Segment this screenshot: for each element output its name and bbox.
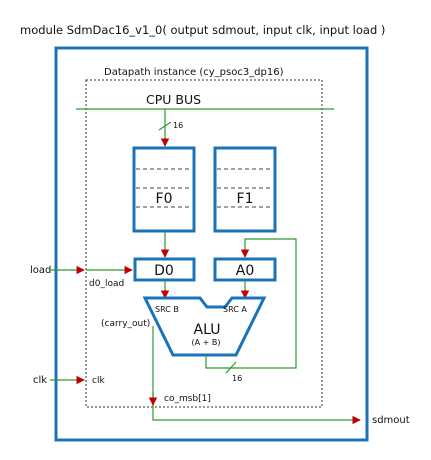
port-clk-label: clk bbox=[33, 375, 47, 386]
alu-block bbox=[142, 296, 267, 357]
fifo-f1-label: F1 bbox=[237, 191, 254, 207]
module-signature: module SdmDac16_v1_0( output sdmout, inp… bbox=[20, 23, 385, 37]
d0-load-label: d0_load bbox=[89, 279, 124, 289]
co-msb-label: co_msb[1] bbox=[164, 394, 211, 404]
alu-src-b-label: SRC B bbox=[155, 305, 179, 314]
register-d0 bbox=[133, 257, 196, 282]
alu-feedback-wire bbox=[205, 238, 297, 369]
fifo-f1 bbox=[213, 146, 277, 233]
fifo-f0-label: F0 bbox=[156, 191, 173, 207]
carry-to-sdmout-wire bbox=[152, 326, 361, 425]
register-a0-label: A0 bbox=[236, 263, 254, 279]
datapath-boundary bbox=[85, 79, 323, 408]
feedback-width-tick bbox=[225, 361, 237, 374]
alu-sub-label: (A + B) bbox=[192, 338, 221, 347]
bus-width-label: 16 bbox=[173, 121, 183, 130]
alu-src-a-label: SRC A bbox=[223, 305, 247, 314]
datapath-title: Datapath instance (cy_psoc3_dp16) bbox=[104, 67, 284, 78]
bus-width-tick bbox=[158, 121, 172, 131]
register-d0-label: D0 bbox=[154, 263, 174, 279]
feedback-width-label: 16 bbox=[232, 374, 242, 383]
module-boundary bbox=[54, 46, 369, 442]
internal-clk-label: clk bbox=[92, 376, 105, 386]
port-sdmout-label: sdmout bbox=[372, 415, 410, 426]
cpu-bus-label: CPU BUS bbox=[146, 92, 201, 107]
port-load-label: load bbox=[30, 265, 51, 276]
carry-out-label: (carry_out) bbox=[101, 319, 150, 329]
register-a0 bbox=[213, 257, 277, 282]
fifo-f0 bbox=[132, 146, 196, 233]
alu-label: ALU bbox=[194, 322, 221, 338]
